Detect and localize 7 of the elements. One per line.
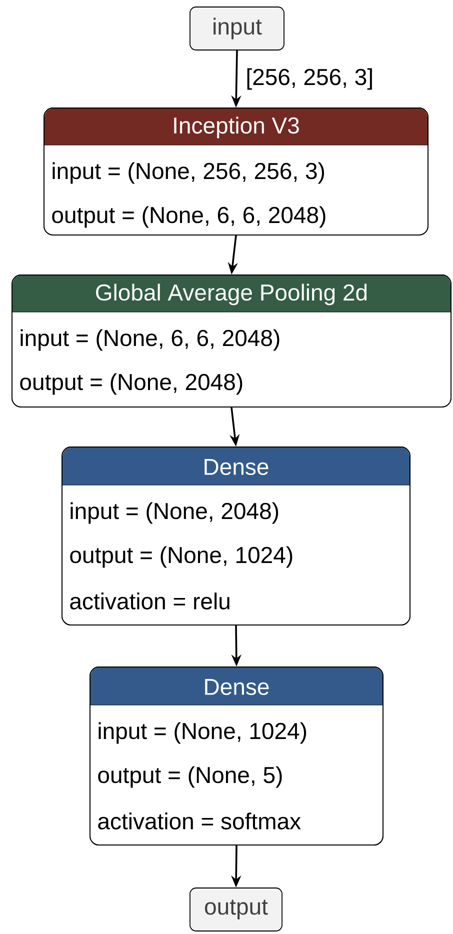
layer-box: Dense input = (None, 1024) output = (None, 5) activation = softmax [90,666,384,846]
layer-box: Global Average Pooling 2d input = (None, 6, 6, 2048) output = (None, 2048) [12,274,452,408]
input-box: output [190,888,282,932]
input-box: input [190,6,284,50]
edge-label: [256, 256, 3] [247,68,372,90]
layer-box: Inception V3 input = (None, 256, 256, 3) output = (None, 6, 6, 2048) [44,108,428,236]
layer-box: Dense input = (None, 2048) output = (None, 1024) activation = relu [62,446,410,626]
